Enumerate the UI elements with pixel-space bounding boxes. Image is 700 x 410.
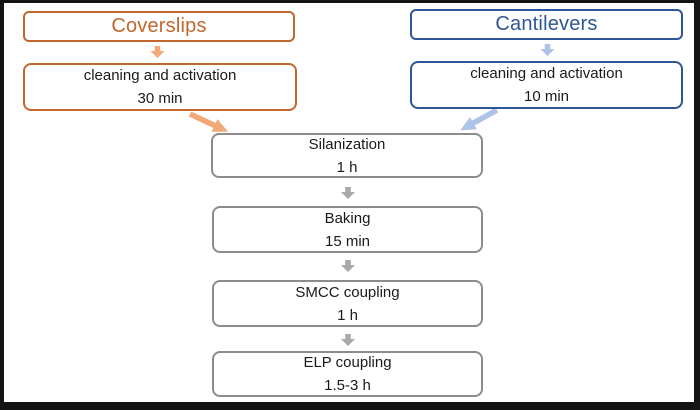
step-duration: 1 h xyxy=(337,306,358,324)
step-label: SMCC coupling xyxy=(295,283,400,301)
step-duration: 1 h xyxy=(336,158,358,176)
coverslips-title-box: Coverslips xyxy=(23,11,295,42)
cantilevers-down-arrow-icon xyxy=(540,44,555,56)
smcc-coupling-step-box: SMCC coupling 1 h xyxy=(212,280,483,327)
cantilevers-title-label: Cantilevers xyxy=(495,13,598,35)
step-duration: 10 min xyxy=(523,88,570,105)
coverslips-title-label: Coverslips xyxy=(111,15,207,37)
down-arrow-icon xyxy=(341,333,355,347)
cantilevers-cleaning-step-box: cleaning and activation 10 min xyxy=(410,61,683,109)
coverslips-cleaning-step-box: cleaning and activation 30 min xyxy=(23,63,297,111)
step-label: Silanization xyxy=(308,135,386,153)
coverslips-diagonal-arrow-icon xyxy=(187,108,231,138)
step-label: cleaning and activation xyxy=(83,67,237,84)
down-arrow-icon xyxy=(341,259,355,273)
step-duration: 1.5-3 h xyxy=(324,377,371,394)
coverslips-down-arrow-icon xyxy=(150,46,165,58)
step-duration: 30 min xyxy=(137,90,183,107)
down-arrow-icon xyxy=(341,186,355,200)
cantilevers-diagonal-arrow-icon xyxy=(457,104,501,137)
step-label: Baking xyxy=(324,209,371,227)
silanization-step-box: Silanization 1 h xyxy=(211,133,483,178)
baking-step-box: Baking 15 min xyxy=(212,206,483,253)
step-duration: 15 min xyxy=(324,232,371,250)
cantilevers-title-box: Cantilevers xyxy=(410,9,683,40)
step-label: cleaning and activation xyxy=(470,65,623,82)
step-label: ELP coupling xyxy=(303,354,392,371)
elp-coupling-step-box: ELP coupling 1.5-3 h xyxy=(212,351,483,397)
